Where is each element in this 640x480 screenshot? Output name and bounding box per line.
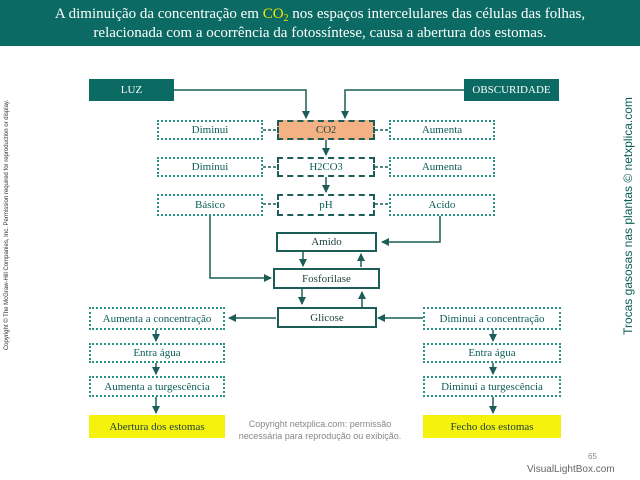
right-chain-step-2: Entra água bbox=[423, 343, 561, 363]
diminui-box-2: Diminui bbox=[157, 157, 263, 177]
footer-copyright: Copyright netxplica.com: permissão neces… bbox=[210, 418, 430, 442]
title-banner: A diminuição da concentração em CO2 nos … bbox=[0, 0, 640, 46]
diminui-box-1: Diminui bbox=[157, 120, 263, 140]
left-chain-step-3: Aumenta a turgescência bbox=[89, 376, 225, 397]
right-chain-step-1: Diminui a concentração bbox=[423, 307, 561, 330]
co2-highlight: CO2 bbox=[262, 6, 289, 24]
left-chain-step-1: Aumenta a concentração bbox=[89, 307, 225, 330]
arrow-luz-co2 bbox=[174, 89, 310, 119]
obscuridade-box: OBSCURIDADE bbox=[464, 79, 559, 101]
aumenta-box-2: Aumenta bbox=[389, 157, 495, 177]
basico-box: Básico bbox=[157, 194, 263, 216]
fosforilase-box: Fosforilase bbox=[273, 268, 380, 289]
arrow-obscuridade-co2 bbox=[341, 89, 464, 119]
ph-box: pH bbox=[277, 194, 375, 216]
amido-box: Amido bbox=[276, 232, 377, 252]
arrow-basico-fosforilase bbox=[209, 216, 272, 282]
watermark[interactable]: VisualLightBox.com bbox=[527, 464, 615, 475]
footer-line-1: Copyright netxplica.com: permissão bbox=[248, 419, 392, 429]
luz-box: LUZ bbox=[89, 79, 174, 101]
right-chain-step-3: Diminui a turgescência bbox=[423, 376, 561, 397]
title-line-1: A diminuição da concentração em CO2 nos … bbox=[54, 6, 586, 24]
footer-line-2: necessária para reprodução ou exibição. bbox=[238, 431, 402, 441]
title-line-2: relacionada com a ocorrência da fotossín… bbox=[93, 25, 547, 41]
left-chain-step-2: Entra água bbox=[89, 343, 225, 363]
arrow-acido-amido bbox=[381, 216, 441, 246]
side-credit: Trocas gasosas nas plantas © netxplica.c… bbox=[621, 97, 635, 335]
stomata-close-box: Fecho dos estomas bbox=[423, 415, 561, 438]
page-number: 65 bbox=[588, 452, 597, 461]
glicose-box: Glicose bbox=[277, 307, 377, 328]
aumenta-box-1: Aumenta bbox=[389, 120, 495, 140]
stomata-open-box: Abertura dos estomas bbox=[89, 415, 225, 438]
acido-box: Acido bbox=[389, 194, 495, 216]
side-copyright: Copyright © The McGraw-Hill Companies, I… bbox=[4, 99, 10, 351]
